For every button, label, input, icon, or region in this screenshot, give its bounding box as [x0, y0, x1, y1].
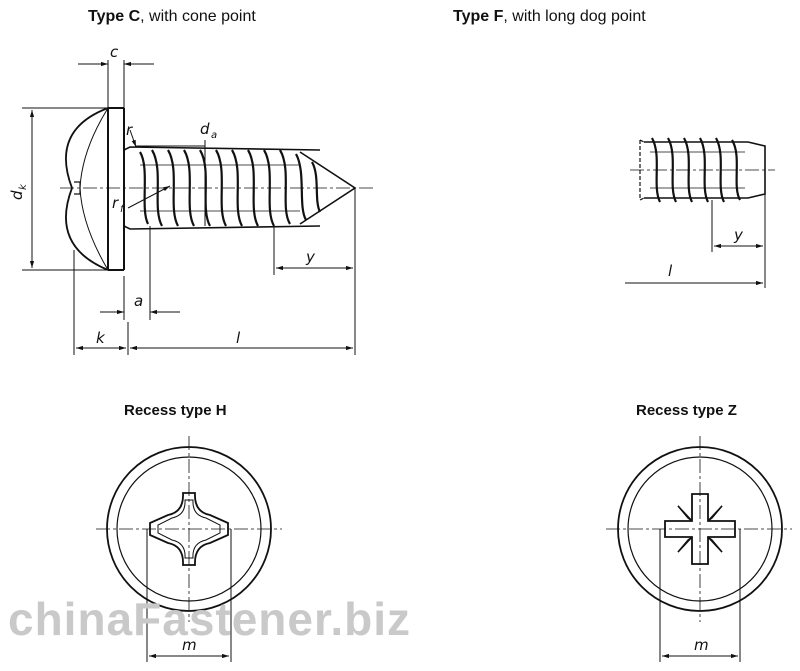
dim-c-label: c [110, 43, 119, 61]
dim-m-h-label: m [182, 636, 197, 654]
watermark: chinaFastener.biz [8, 593, 412, 645]
recess-h-view [96, 436, 282, 662]
dim-da-label: d [200, 120, 210, 138]
dim-l-label: l [236, 329, 241, 347]
dim-m-z-label: m [694, 636, 709, 654]
dim-r-label: r [126, 121, 133, 139]
recess-h-title: Recess type H [124, 402, 227, 419]
type-c-screw [60, 107, 375, 271]
type-f-dimensions [625, 194, 766, 288]
type-c-title-rest: , with cone point [140, 8, 256, 25]
type-c-title: Type C, with cone point [88, 8, 256, 26]
type-c-dimensions [22, 60, 356, 355]
dim-a-label: a [134, 292, 143, 310]
recess-z-title: Recess type Z [636, 402, 737, 419]
dim-y-label: y [305, 248, 316, 266]
head-dome [65, 107, 109, 271]
type-c-title-bold: Type C [88, 8, 141, 25]
head-inner-contour [79, 107, 109, 271]
thread-lines-f [651, 137, 742, 203]
type-f-screw [630, 137, 775, 203]
dim-rf-sub: f [120, 204, 125, 215]
type-f-title-bold: Type F [453, 8, 504, 25]
dim-rf-label: r [112, 194, 119, 212]
dim-k-label: k [96, 329, 106, 347]
type-f-title: Type F, with long dog point [453, 8, 646, 26]
dim-y-f-label: y [733, 226, 744, 244]
dim-da-sub: a [211, 130, 217, 141]
recess-z-view [606, 436, 792, 662]
type-f-title-rest: , with long dog point [503, 8, 646, 25]
dim-dk-sub: k [18, 183, 29, 190]
dim-l-f-label: l [668, 262, 673, 280]
dim-dk-label: d [8, 190, 26, 200]
thread-lines-c [139, 149, 322, 227]
